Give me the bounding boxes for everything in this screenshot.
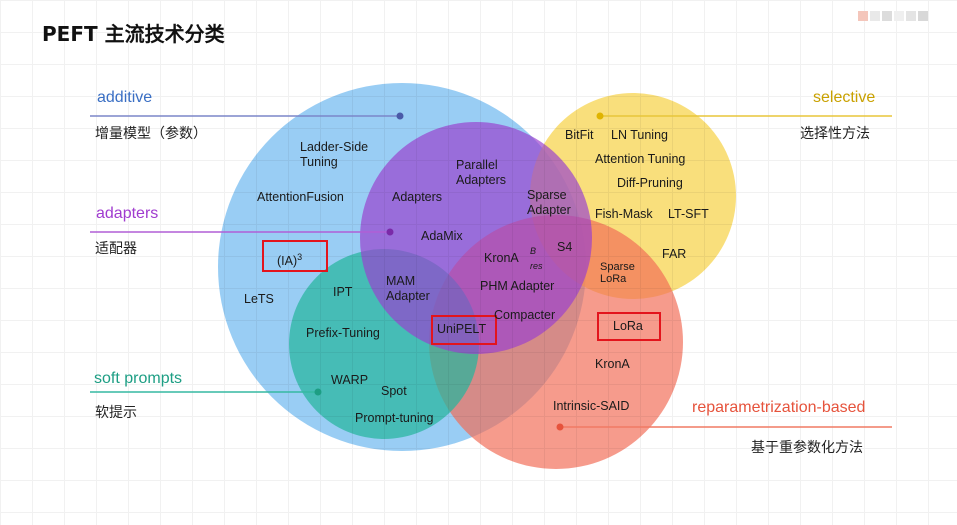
method-krona-b-sub: res: [530, 261, 543, 271]
adapters-connector-dot: [386, 228, 394, 236]
method-unipelt: UniPELT: [437, 322, 487, 336]
category-reparametrization: reparametrization-based: [692, 399, 866, 416]
method-ia3-sup: 3: [297, 252, 303, 262]
soft-prompts-connector-dot: [314, 388, 322, 396]
method-bitfit: BitFit: [565, 128, 594, 142]
method-ia3-base: (IA): [277, 254, 298, 269]
method-prefix-tuning: Prefix-Tuning: [306, 326, 380, 340]
method-mam-adapter: MAM Adapter: [386, 274, 430, 303]
category-soft-prompts-desc: 软提示: [95, 405, 137, 421]
method-krona-b-base: KronA: [484, 251, 519, 265]
method-warp: WARP: [331, 373, 369, 387]
method-krona: KronA: [595, 357, 630, 371]
method-attention-tuning: Attention Tuning: [595, 152, 686, 166]
method-krona-b-sup: B: [530, 246, 537, 256]
method-lora: LoRa: [613, 319, 643, 333]
method-krona-b: KronA B res: [484, 246, 543, 271]
category-additive-desc: 增量模型（参数）: [95, 126, 207, 142]
category-soft-prompts: soft prompts: [94, 370, 183, 387]
watermark-logo: [858, 6, 948, 21]
category-additive: additive: [97, 89, 153, 106]
highlight-box-ia3: [262, 240, 328, 272]
selective-connector-dot: [596, 112, 604, 120]
category-adapters-desc: 适配器: [95, 241, 137, 257]
method-s4: S4: [557, 240, 573, 254]
highlight-box-unipelt: [431, 315, 497, 345]
method-spot: Spot: [381, 384, 407, 398]
category-adapters: adapters: [96, 205, 159, 222]
category-selective-desc: 选择性方法: [800, 126, 870, 142]
method-adamix: AdaMix: [421, 229, 463, 243]
adapters-circle: [360, 122, 592, 354]
method-prompt-tuning: Prompt-tuning: [355, 411, 434, 425]
page-title: PEFT 主流技术分类: [42, 22, 225, 46]
method-ipt: IPT: [333, 285, 353, 299]
method-sparse-lora: Sparse LoRa: [600, 261, 635, 285]
method-fish-mask: Fish-Mask: [595, 207, 653, 221]
method-lets: LeTS: [244, 292, 274, 306]
method-phm-adapter: PHM Adapter: [480, 279, 555, 293]
additive-connector-dot: [396, 112, 404, 120]
method-parallel-adapters: Parallel Adapters: [456, 158, 507, 187]
category-reparametrization-desc: 基于重参数化方法: [751, 440, 863, 456]
method-lt-sft: LT-SFT: [668, 207, 709, 221]
method-attention-fusion: AttentionFusion: [257, 190, 344, 204]
reparametrization-connector-dot: [556, 423, 564, 431]
method-compacter: Compacter: [494, 308, 556, 322]
method-ia3: (IA)3: [277, 250, 302, 269]
method-intrinsic-said: Intrinsic-SAID: [553, 399, 630, 413]
method-diff-pruning: Diff-Pruning: [617, 176, 683, 190]
highlight-box-lora: [597, 312, 661, 341]
method-ln-tuning: LN Tuning: [611, 128, 668, 142]
category-selective: selective: [813, 89, 876, 106]
method-adapters: Adapters: [392, 190, 443, 204]
method-ladder-side-tuning: Ladder-Side Tuning: [300, 140, 369, 169]
method-far: FAR: [662, 247, 687, 261]
method-sparse-adapter: Sparse Adapter: [527, 188, 571, 217]
